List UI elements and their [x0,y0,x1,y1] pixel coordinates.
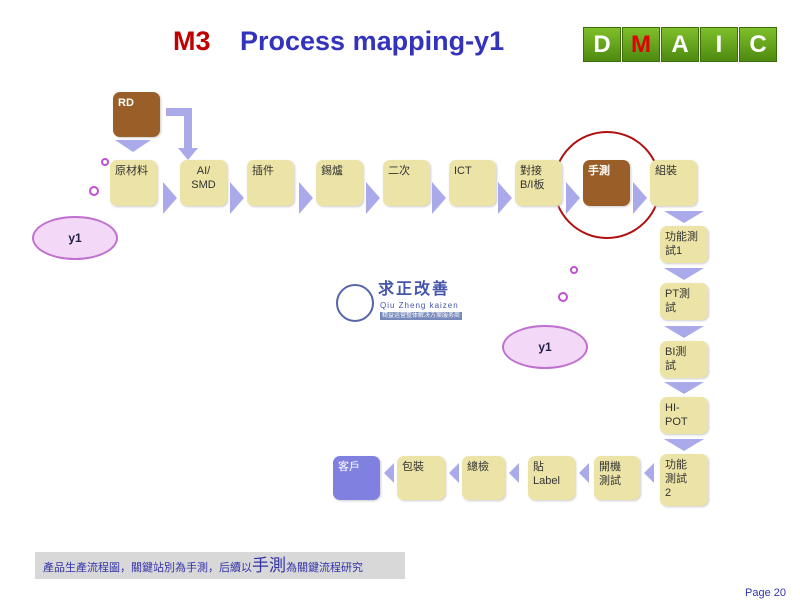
arrow-left [509,463,519,483]
arrow-stem [184,108,192,148]
process-step: 總檢 [462,456,505,500]
logo-en: Qiu Zheng kaizen [380,301,459,310]
process-step: HI- POT [660,397,708,434]
arrow-right [230,182,244,214]
arrow-right [498,182,512,214]
process-step: 組裝 [650,160,697,206]
process-step: AI/ SMD [180,160,227,206]
arrow-left [449,463,459,483]
y1-cloud: y1 [502,325,588,369]
cloud-dot [101,158,109,166]
page-title: Process mapping-y1 [240,26,505,56]
arrow-stem [166,108,192,116]
arrow-down [664,439,704,451]
cloud-dot [570,266,578,274]
logo-emblem-icon [336,284,374,322]
page-number: Page 20 [745,587,786,599]
note-emphasis: 手測 [252,556,286,575]
cloud-dot [558,292,568,302]
logo-sub: 精益运营整体解决方案服务商 [380,312,463,320]
dmaic-i: I [700,27,738,62]
arrow-right [163,182,177,214]
arrow-left [579,463,589,483]
arrow-right [432,182,446,214]
note-text: 產品生產流程圖，關鍵站別為手測，后續以 [43,562,252,574]
rd-box: RD [113,92,160,137]
process-step: 貼 Label [528,456,575,500]
arrow-left [384,463,394,483]
cloud-dot [89,186,99,196]
process-step: 功能測 試1 [660,226,708,263]
arrow-down [664,211,704,223]
dmaic-c: C [739,27,777,62]
arrow-left [644,463,654,483]
note-box: 產品生產流程圖，關鍵站別為手測，后續以手測為關鍵流程研究 [35,552,405,579]
process-step: 插件 [247,160,294,206]
module-code: M3 [173,26,211,56]
dmaic-d: D [583,27,621,62]
process-step: ICT [449,160,496,206]
note-text: 為關鍵流程研究 [286,562,363,574]
process-step: BI測 試 [660,341,708,378]
arrow-right [366,182,380,214]
process-step: PT測 試 [660,283,708,320]
arrow-down [664,268,704,280]
process-step: 功能 測試 2 [660,454,708,506]
dmaic-a: A [661,27,699,62]
customer-box: 客戶 [333,456,380,500]
arrow-down [115,140,151,152]
arrow-right [566,182,580,214]
arrow-down [178,148,198,160]
arrow-right [299,182,313,214]
arrow-right [633,182,647,214]
process-step: 錫爐 [316,160,363,206]
arrow-down [664,326,704,338]
process-step: 對接 B/I板 [515,160,562,206]
process-step: 開機 測試 [594,456,640,500]
process-step: 手測 [583,160,630,206]
y1-cloud: y1 [32,216,118,260]
arrow-down [664,382,704,394]
company-logo: 求正改善 Qiu Zheng kaizen 精益运营整体解决方案服务商 [336,281,486,325]
process-step: 原材料 [110,160,157,206]
process-step: 二次 [383,160,430,206]
logo-cn: 求正改善 [378,281,451,298]
process-step: 包裝 [397,456,445,500]
dmaic-m: M [622,27,660,62]
